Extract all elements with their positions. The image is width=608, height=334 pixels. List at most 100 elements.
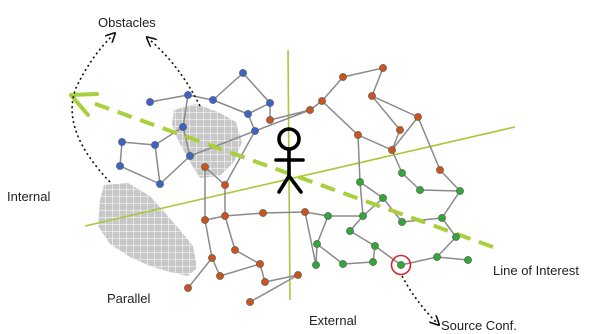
network-edge [224,215,236,251]
network-node-blue [266,99,274,107]
network-node-green [346,227,354,235]
network-edge [362,197,384,217]
network-node-orange [221,212,229,220]
network-edge [212,99,249,115]
network-node-orange [246,298,254,306]
network-node-green [452,233,460,241]
network-node-green [356,178,364,186]
network-node-orange [306,106,314,114]
network-edge [219,263,261,277]
network-node-green [379,194,387,202]
network-edge [417,116,441,171]
network-node-blue [186,152,194,160]
network-node-green [438,214,446,222]
network-edge [119,165,161,185]
network-edge [254,109,311,132]
network-node-blue [146,98,154,106]
network-edge [391,116,419,151]
network-node-orange [201,163,209,171]
network-node-orange [301,208,309,216]
network-edge [419,189,461,192]
network-node-orange [261,278,269,286]
network-edge [391,149,403,174]
network-node-blue [156,180,164,188]
network-node-orange [208,254,216,262]
network-edge [342,261,374,265]
network-edge [441,190,461,219]
network-edge [242,72,271,104]
network-edge [359,181,364,217]
network-edge [359,181,384,199]
network-node-green [416,186,424,194]
network-edge [234,249,261,265]
network-node-orange [256,260,264,268]
network-node-blue [179,123,187,131]
dashed-arrow-head [69,92,99,117]
network-edge [441,217,457,238]
dotted-arrows [71,36,436,322]
network-edge [439,169,461,192]
network-edge [321,76,344,102]
network-node-green [313,240,321,248]
network-node-orange [354,131,362,139]
network-node-green [456,187,464,195]
network-node-green [398,169,406,177]
network-node-green [324,212,332,220]
network-node-orange [216,272,224,280]
network-node-orange [221,181,229,189]
network-node-blue [239,69,247,77]
network-node-orange [436,166,444,174]
network-node-blue [209,96,217,104]
network-edge [187,257,213,289]
network-edge [249,274,299,303]
obstacle-region-left [98,183,197,276]
network-node-blue [151,141,159,149]
source-circle-icon [390,254,412,276]
network-edge [371,67,384,97]
line-of-interest-label: Line of Interest [493,263,579,278]
network-edge [182,126,191,157]
stick-figure-icon [274,127,305,194]
network-edge [436,236,457,258]
network-edge [264,274,299,283]
dotted-arrow-icon [71,36,112,183]
network-node-blue [251,127,259,135]
network-node-green [359,212,367,220]
network-node-green [339,260,347,268]
network-edge [371,95,419,118]
network-node-blue [118,138,126,146]
dotted-arrow-icon [401,275,436,322]
network-node-orange [266,116,274,124]
network-node-orange [339,73,347,81]
network-edge [374,245,402,266]
network-node-blue [116,162,124,170]
network-node-orange [231,246,239,254]
network-edge [121,141,156,146]
network-edge [187,94,214,101]
network-edge [154,126,184,146]
dotted-arrow-icon [150,40,201,107]
network-edge [269,109,311,121]
network-node-orange [318,97,326,105]
network-node-blue [184,91,192,99]
network-edge [371,95,401,131]
network-node-green [371,242,379,250]
network-edge [159,155,191,185]
network-node-orange [201,216,209,224]
network-edge [224,212,264,217]
network-edge [247,102,271,115]
obstacles-label: Obstacles [98,15,156,30]
network-node-orange [396,126,404,134]
network-edge [304,211,317,266]
network-edge [204,166,226,186]
network-edge [436,256,469,261]
network-edge [316,243,344,265]
network-node-green [398,218,406,226]
network-node-green [464,256,472,264]
parallel-label: Parallel [107,291,151,306]
network-node-orange [388,146,396,154]
network-edge [119,141,123,167]
network-edge [400,256,438,266]
network-edge [149,94,189,103]
